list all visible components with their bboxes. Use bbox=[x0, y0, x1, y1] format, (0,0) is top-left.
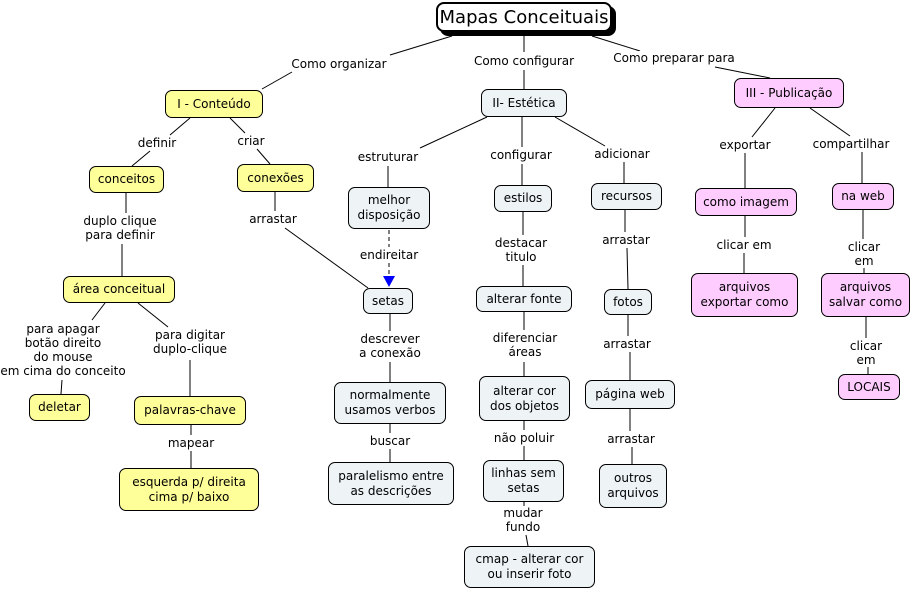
node-conteudo[interactable]: I - Conteúdo bbox=[165, 90, 263, 118]
connection-line bbox=[389, 35, 453, 56]
node-arquivos-salvar-como[interactable]: arquivos salvar como bbox=[821, 273, 910, 317]
connection-line bbox=[229, 117, 246, 134]
connection-line bbox=[131, 150, 151, 167]
link-label-diferenciar: diferenciar áreas bbox=[491, 331, 559, 359]
node-recursos[interactable]: recursos bbox=[591, 183, 662, 210]
link-label-buscar: buscar bbox=[368, 434, 412, 448]
connection-line bbox=[256, 148, 271, 165]
node-linhas-sem-setas[interactable]: linhas sem setas bbox=[483, 460, 564, 502]
node-deletar[interactable]: deletar bbox=[29, 394, 90, 421]
connection-line bbox=[809, 107, 851, 137]
link-label-para-digitar: para digitar duplo-clique bbox=[152, 328, 228, 356]
connection-line bbox=[60, 379, 63, 395]
link-label-mudar-fundo: mudar fundo bbox=[502, 506, 544, 534]
node-setas[interactable]: setas bbox=[363, 288, 413, 314]
connection-line bbox=[714, 66, 771, 79]
root-node-mapas-conceituais[interactable]: Mapas Conceituais bbox=[436, 2, 612, 32]
link-label-duplo-clique: duplo clique para definir bbox=[82, 214, 158, 242]
node-normalmente-usamos-verbos[interactable]: normalmente usamos verbos bbox=[334, 382, 446, 424]
connection-line bbox=[554, 116, 606, 147]
link-label-definir: definir bbox=[136, 136, 178, 150]
arrowhead-icon bbox=[383, 276, 395, 287]
node-arquivos-exportar-como[interactable]: arquivos exportar como bbox=[691, 273, 798, 317]
connection-line bbox=[525, 534, 529, 547]
node-outros-arquivos[interactable]: outros arquivos bbox=[599, 464, 667, 508]
node-conexoes[interactable]: conexões bbox=[237, 164, 314, 192]
link-label-destacar-titulo: destacar titulo bbox=[493, 236, 549, 264]
link-label-como-configurar: Como configurar bbox=[472, 54, 576, 68]
connection-line bbox=[169, 117, 191, 136]
connection-line bbox=[626, 247, 629, 290]
connection-line bbox=[261, 71, 293, 90]
node-area-conceitual[interactable]: área conceitual bbox=[63, 276, 175, 303]
node-locais[interactable]: LOCAIS bbox=[838, 374, 900, 400]
node-publicacao[interactable]: III - Publicação bbox=[734, 78, 844, 108]
connection-line bbox=[751, 107, 776, 138]
connection-line bbox=[137, 302, 169, 328]
link-label-adicionar: adicionar bbox=[593, 147, 651, 161]
node-estetica[interactable]: II- Estética bbox=[481, 89, 567, 117]
link-label-como-preparar: Como preparar para bbox=[612, 51, 736, 65]
link-label-clicar-em: clicar em bbox=[842, 339, 890, 367]
link-label-arrastar: arrastar bbox=[606, 432, 656, 446]
node-esquerda-direita[interactable]: esquerda p/ direita cima p/ baixo bbox=[119, 468, 259, 511]
node-paralelismo[interactable]: paralelismo entre as descrições bbox=[328, 462, 454, 505]
link-label-criar: criar bbox=[236, 134, 266, 148]
link-label-arrastar: arrastar bbox=[601, 233, 651, 247]
link-label-como-organizar: Como organizar bbox=[290, 57, 388, 71]
link-label-configurar: configurar bbox=[489, 148, 553, 162]
node-pagina-web[interactable]: página web bbox=[585, 380, 675, 409]
link-label-descrever: descrever a conexão bbox=[358, 332, 422, 360]
node-fotos[interactable]: fotos bbox=[604, 289, 652, 315]
node-palavras-chave[interactable]: palavras-chave bbox=[134, 396, 246, 425]
connection-line bbox=[419, 116, 488, 149]
link-label-arrastar: arrastar bbox=[602, 337, 652, 351]
node-conceitos[interactable]: conceitos bbox=[89, 166, 164, 193]
link-label-compartilhar: compartilhar bbox=[811, 137, 891, 151]
node-estilos[interactable]: estilos bbox=[494, 185, 552, 212]
link-label-exportar: exportar bbox=[718, 138, 772, 152]
link-label-arrastar: arrastar bbox=[248, 212, 298, 226]
link-label-clicar-em: clicar em bbox=[839, 240, 889, 268]
connection-line bbox=[91, 302, 106, 321]
link-label-para-apagar: para apagar botão direito do mouse em ci… bbox=[0, 322, 127, 378]
connection-line bbox=[284, 227, 369, 289]
node-como-imagem[interactable]: como imagem bbox=[695, 188, 797, 216]
node-na-web[interactable]: na web bbox=[832, 183, 894, 210]
node-cmap[interactable]: cmap - alterar cor ou inserir foto bbox=[464, 546, 595, 588]
node-melhor-disposicao[interactable]: melhor disposição bbox=[348, 187, 430, 229]
connection-line bbox=[591, 35, 641, 52]
link-label-mapear: mapear bbox=[166, 436, 216, 450]
link-label-endireitar: endireitar bbox=[358, 248, 420, 262]
link-label-clicar-em: clicar em bbox=[715, 238, 773, 252]
node-alterar-cor[interactable]: alterar cor dos objetos bbox=[479, 376, 570, 421]
link-label-estruturar: estruturar bbox=[356, 150, 420, 164]
link-label-nao-poluir: não poluir bbox=[492, 431, 556, 445]
node-alterar-fonte[interactable]: alterar fonte bbox=[476, 286, 572, 312]
